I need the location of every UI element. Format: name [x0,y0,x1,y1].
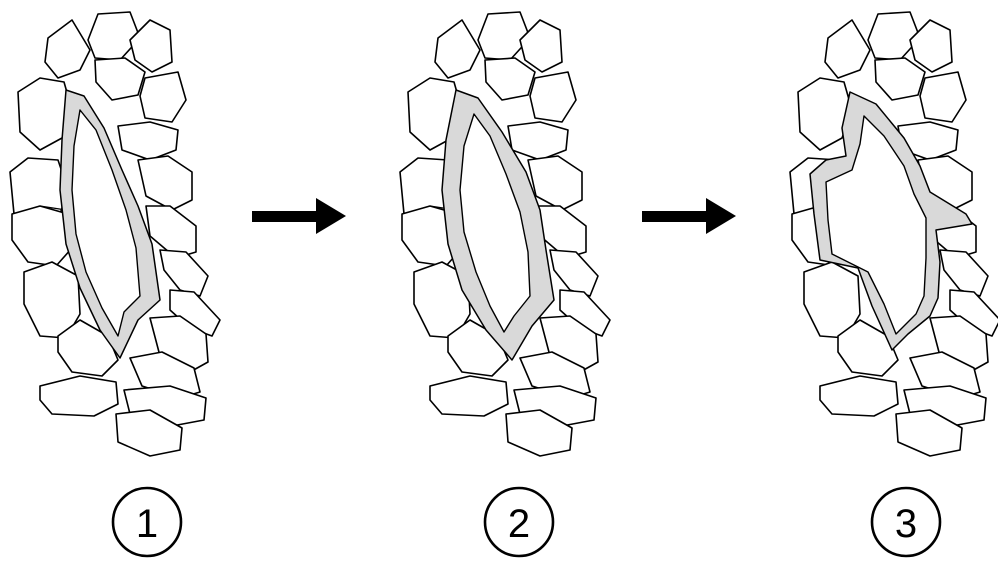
step-number-1: 1 [136,502,158,546]
stage-1-tissue [10,12,220,456]
arrow-right-icon [252,198,346,234]
step-label-2: 2 [485,488,553,556]
step-label-1: 1 [113,488,181,556]
arrow-right-icon [642,198,736,234]
step-label-3: 3 [872,488,940,556]
step-number-3: 3 [895,502,917,546]
step-number-2: 2 [508,502,530,546]
stage-3-tissue [790,12,998,456]
stage-2-tissue [400,12,610,456]
